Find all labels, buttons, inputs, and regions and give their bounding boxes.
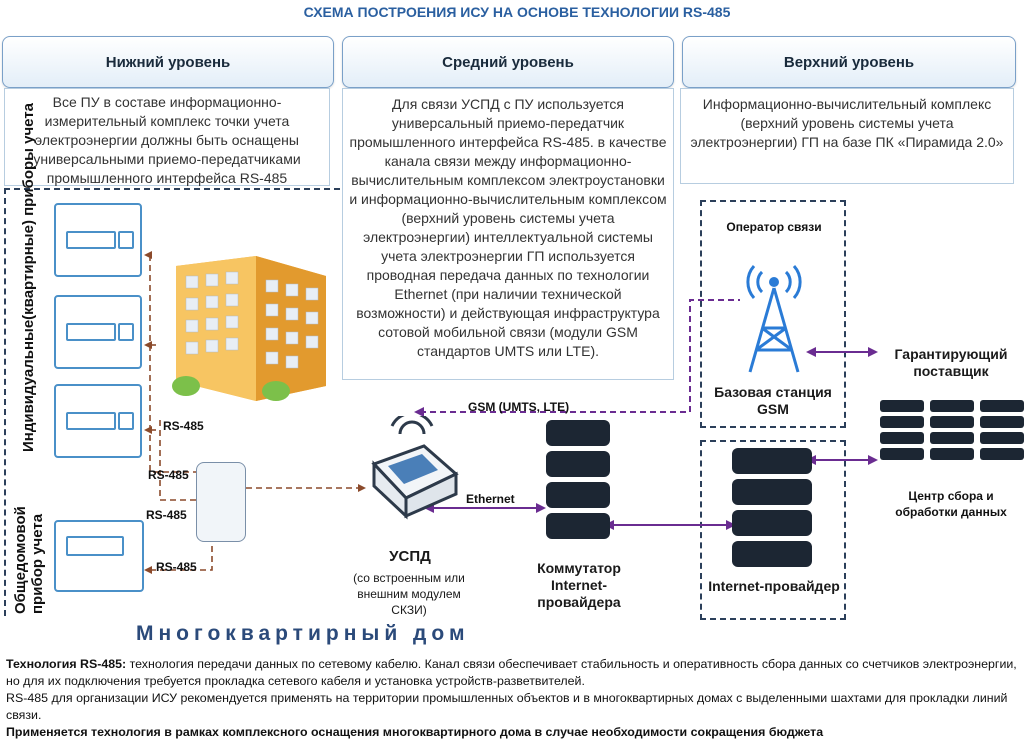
data-center-label: Центр сбора и обработки данных [895,489,1007,519]
rs485-label-2: RS-485 [148,468,189,482]
individual-meters-label: Индивидуальные(квартирные) приборы учета [20,102,37,452]
rs485-label-3: RS-485 [146,508,187,522]
meter-indicator [118,323,134,341]
common-house-meter [54,520,144,592]
meter-display [66,412,116,430]
footer-line-1: Технология RS-485: технология передачи д… [6,657,1017,688]
middle-level-description: Для связи УСПД с ПУ используется универс… [342,88,674,380]
meter-display [66,231,116,249]
lower-level-title: Нижний уровень [105,53,231,71]
switch-server-icon [546,420,610,540]
lower-level-description: Все ПУ в составе информационно-измерител… [4,88,330,186]
footer-line-3: Применяется технология в рамках комплекс… [6,725,824,739]
uspd-device-icon [371,416,459,520]
provider-label: Internet-провайдер [708,578,840,594]
operator-region [700,200,846,428]
lower-level-header: Нижний уровень [2,36,334,88]
switch-label: Коммутатор Internet-провайдера [537,560,621,610]
middle-level-title: Средний уровень [442,53,574,71]
upper-level-title: Верхний уровень [783,53,915,71]
rs485-label-4: RS-485 [156,560,197,574]
rs485-label-1: RS-485 [163,419,204,433]
operator-label: Оператор связи [726,220,822,234]
uspd-subtitle: (со встроенным или внешним модулем СКЗИ) [353,571,465,617]
ethernet-link-label: Ethernet [466,492,515,506]
apartment-meter-2 [54,295,142,369]
building-caption: Многоквартирный дом [136,622,470,645]
uspd-title: УСПД [389,548,431,565]
gsm-link-label: GSM (UMTS, LTE) [468,400,570,414]
upper-level-header: Верхний уровень [682,36,1016,88]
common-meter-label: Общедомовой прибор учета [12,506,46,614]
upper-level-description: Информационно-вычислительный комплекс (в… [680,88,1014,184]
guarantee-supplier-label: Гарантирующий поставщик [894,346,1008,379]
footer-line-2: RS-485 для организации ИСУ рекомендуется… [6,691,1008,722]
meter-display [66,536,124,556]
base-station-label: Базовая станция GSM [714,384,832,417]
footer-text: Технология RS-485: технология передачи д… [6,656,1028,741]
apartment-building-illustration [172,256,326,401]
splitter-box [196,462,246,542]
building-region [4,188,340,616]
cell-tower-icon [746,265,802,373]
provider-server-icon [732,448,812,568]
apartment-meter-1 [54,203,142,277]
middle-level-header: Средний уровень [342,36,674,88]
apartment-meter-3 [54,384,142,458]
meter-display [66,323,116,341]
meter-indicator [118,412,134,430]
provider-region [700,440,846,620]
data-center-servers-icon [880,400,1026,476]
diagram-title: СХЕМА ПОСТРОЕНИЯ ИСУ НА ОСНОВЕ ТЕХНОЛОГИ… [303,4,731,20]
meter-indicator [118,231,134,249]
